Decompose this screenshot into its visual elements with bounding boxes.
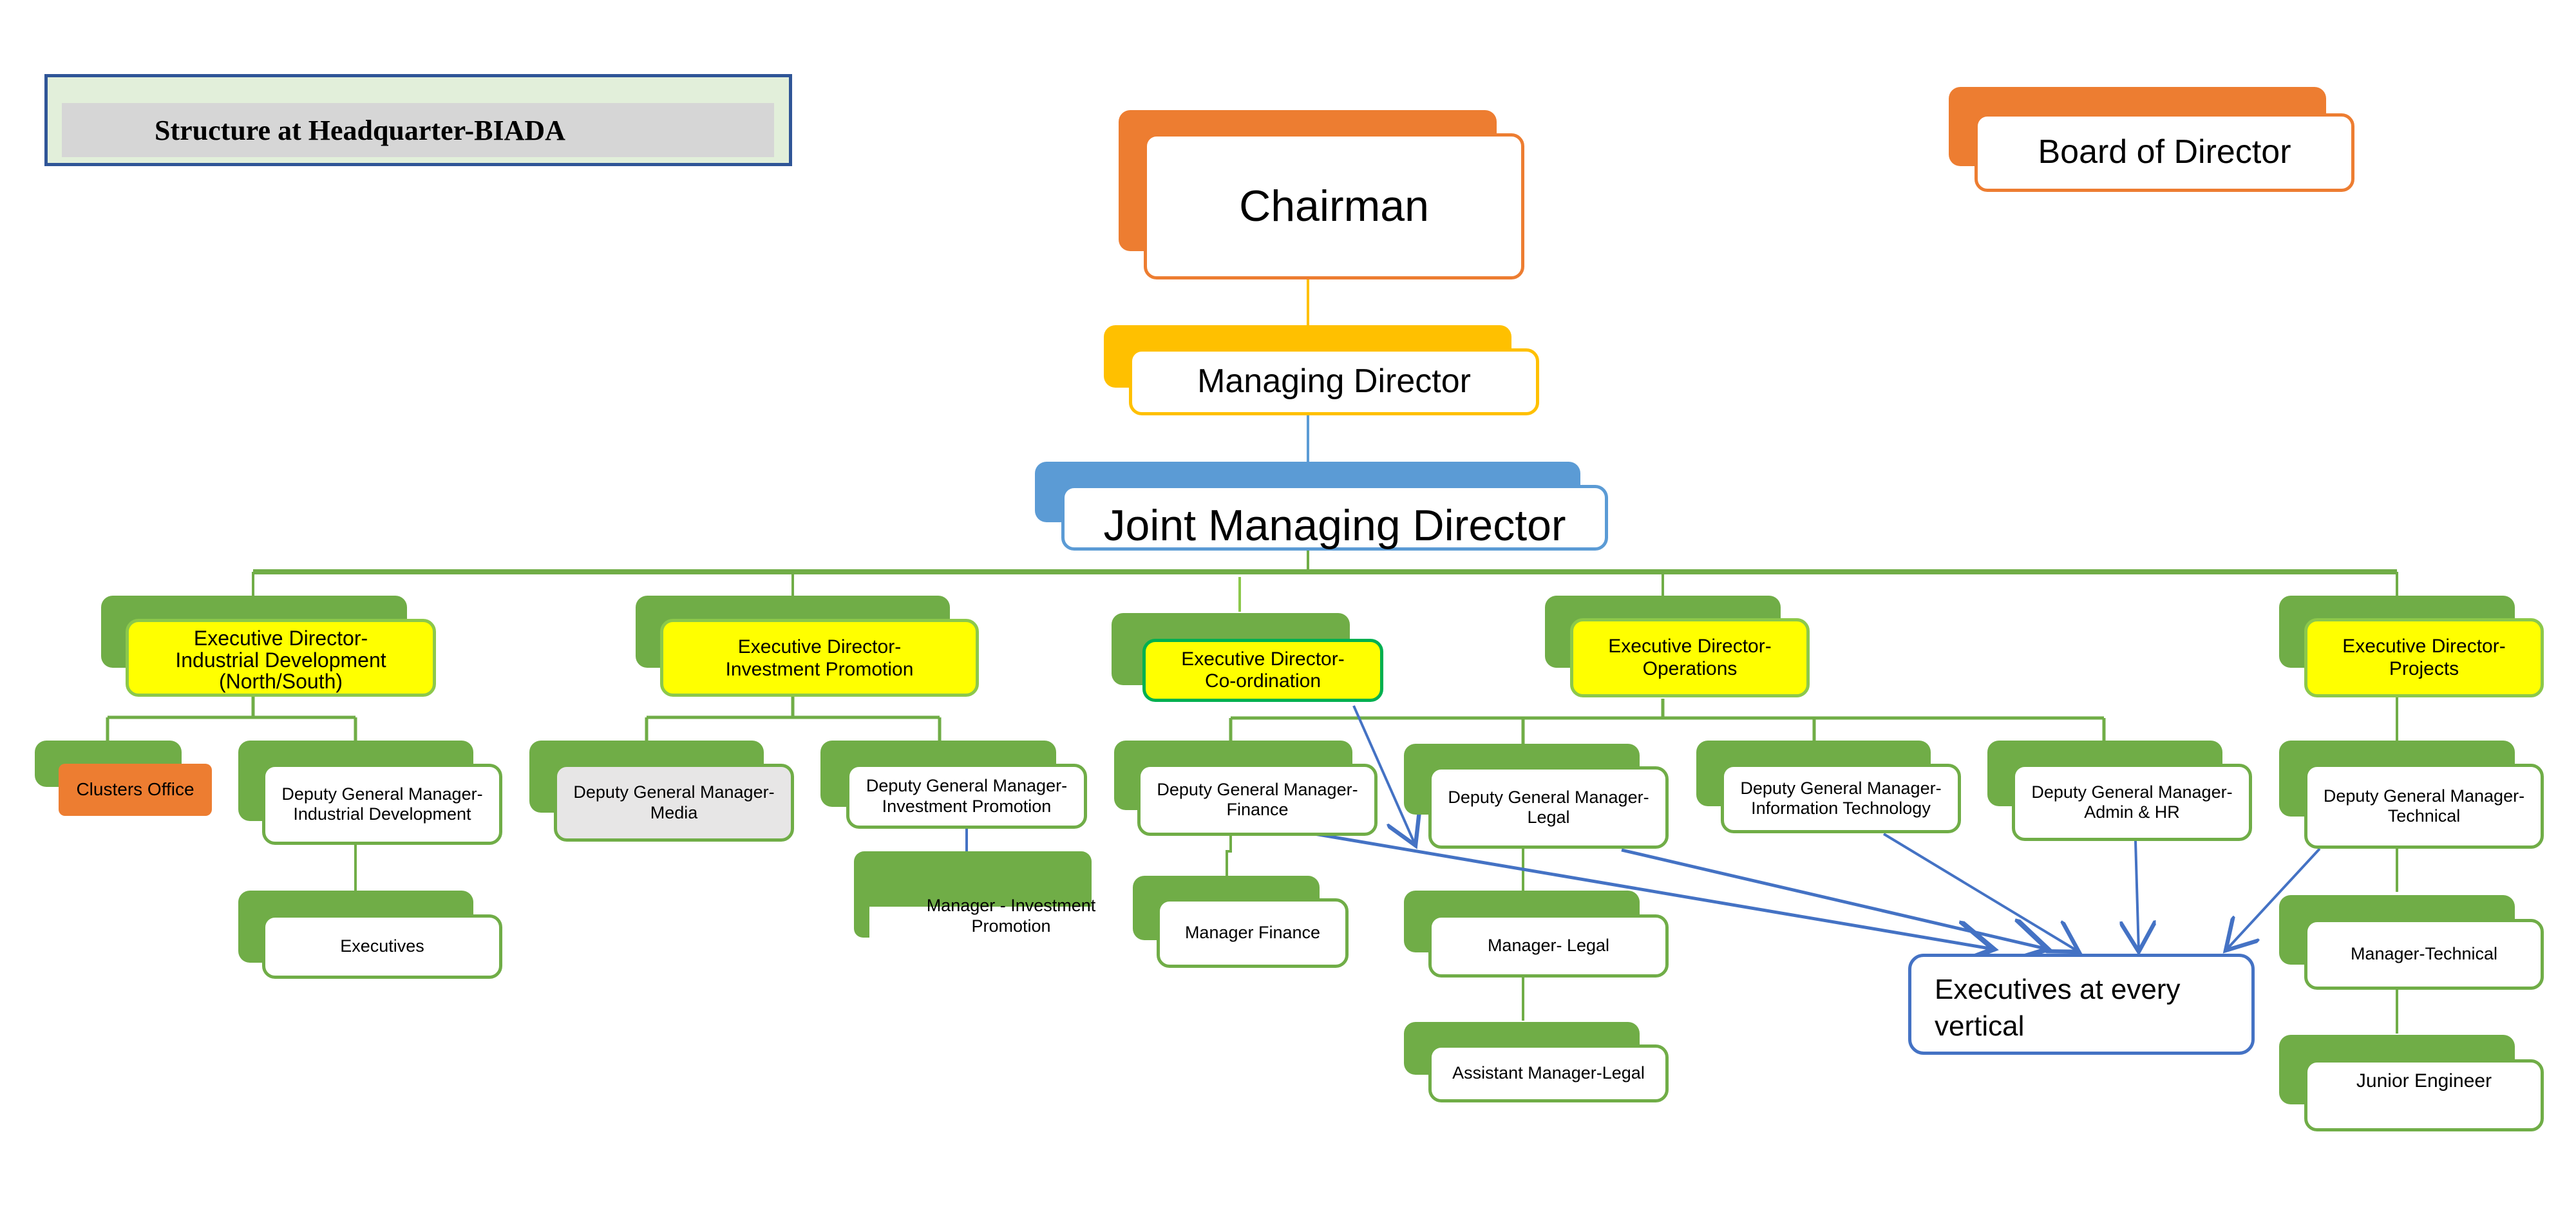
connector-ed-operations-children (1229, 699, 2106, 744)
arrow-admin-to-executives (2136, 840, 2139, 952)
mgr-ip-back-shape-side (854, 902, 869, 938)
node-clusters-office[interactable]: Clusters Office (59, 764, 212, 816)
page-title: Structure at Headquarter-BIADA (62, 103, 774, 157)
node-manager-legal[interactable]: Manager- Legal (1428, 914, 1669, 978)
node-ed-coordination[interactable]: Executive Director- Co-ordination (1142, 639, 1383, 702)
node-ed-industrial-development[interactable]: Executive Director- Industrial Developme… (126, 619, 436, 697)
node-junior-engineer[interactable]: Junior Engineer (2304, 1059, 2544, 1131)
node-ed-operations[interactable]: Executive Director- Operations (1570, 618, 1810, 697)
connector-dgm-finance-manager (1226, 836, 1232, 876)
node-ed-projects[interactable]: Executive Director- Projects (2304, 618, 2544, 697)
node-dgm-admin-hr[interactable]: Deputy General Manager- Admin & HR (2012, 764, 2252, 841)
node-dgm-media[interactable]: Deputy General Manager- Media (554, 764, 794, 842)
node-dgm-information-technology[interactable]: Deputy General Manager- Information Tech… (1721, 764, 1961, 833)
arrow-technical-to-executives (2226, 847, 2321, 950)
arrow-finance-to-executives (1287, 827, 1994, 949)
arrow-it-to-executives (1882, 833, 2079, 952)
node-managing-director[interactable]: Managing Director (1129, 348, 1539, 415)
node-chairman[interactable]: Chairman (1144, 133, 1524, 279)
mgr-ip-back-shape-top (854, 851, 1092, 907)
arrow-coordination-to-legal (1352, 705, 1416, 846)
node-dgm-finance[interactable]: Deputy General Manager- Finance (1137, 764, 1378, 836)
node-dgm-legal[interactable]: Deputy General Manager- Legal (1428, 766, 1669, 849)
node-executives[interactable]: Executives (262, 914, 502, 979)
node-dgm-technical[interactable]: Deputy General Manager- Technical (2304, 764, 2544, 849)
node-board-of-director[interactable]: Board of Director (1975, 113, 2354, 192)
mgr-ip-corner (869, 907, 889, 926)
node-joint-managing-director[interactable]: Joint Managing Director (1061, 485, 1608, 551)
node-manager-investment-promotion[interactable]: Manager - Investment Promotion (926, 896, 1096, 936)
connector-ed-investment-children (645, 695, 942, 741)
node-dgm-industrial-development[interactable]: Deputy General Manager- Industrial Devel… (262, 764, 502, 845)
node-assistant-manager-legal[interactable]: Assistant Manager-Legal (1428, 1044, 1669, 1102)
connector-ed-industrial-children (106, 695, 357, 741)
node-ed-investment-promotion[interactable]: Executive Director- Investment Promotion (660, 619, 979, 697)
arrow-legal-to-executives (1621, 848, 2048, 949)
node-dgm-investment-promotion[interactable]: Deputy General Manager- Investment Promo… (846, 764, 1087, 829)
node-executives-every-vertical[interactable]: Executives at every vertical (1908, 954, 2255, 1055)
node-manager-finance[interactable]: Manager Finance (1157, 898, 1349, 968)
node-manager-technical[interactable]: Manager-Technical (2304, 919, 2544, 990)
title-box: Structure at Headquarter-BIADA (44, 74, 792, 166)
